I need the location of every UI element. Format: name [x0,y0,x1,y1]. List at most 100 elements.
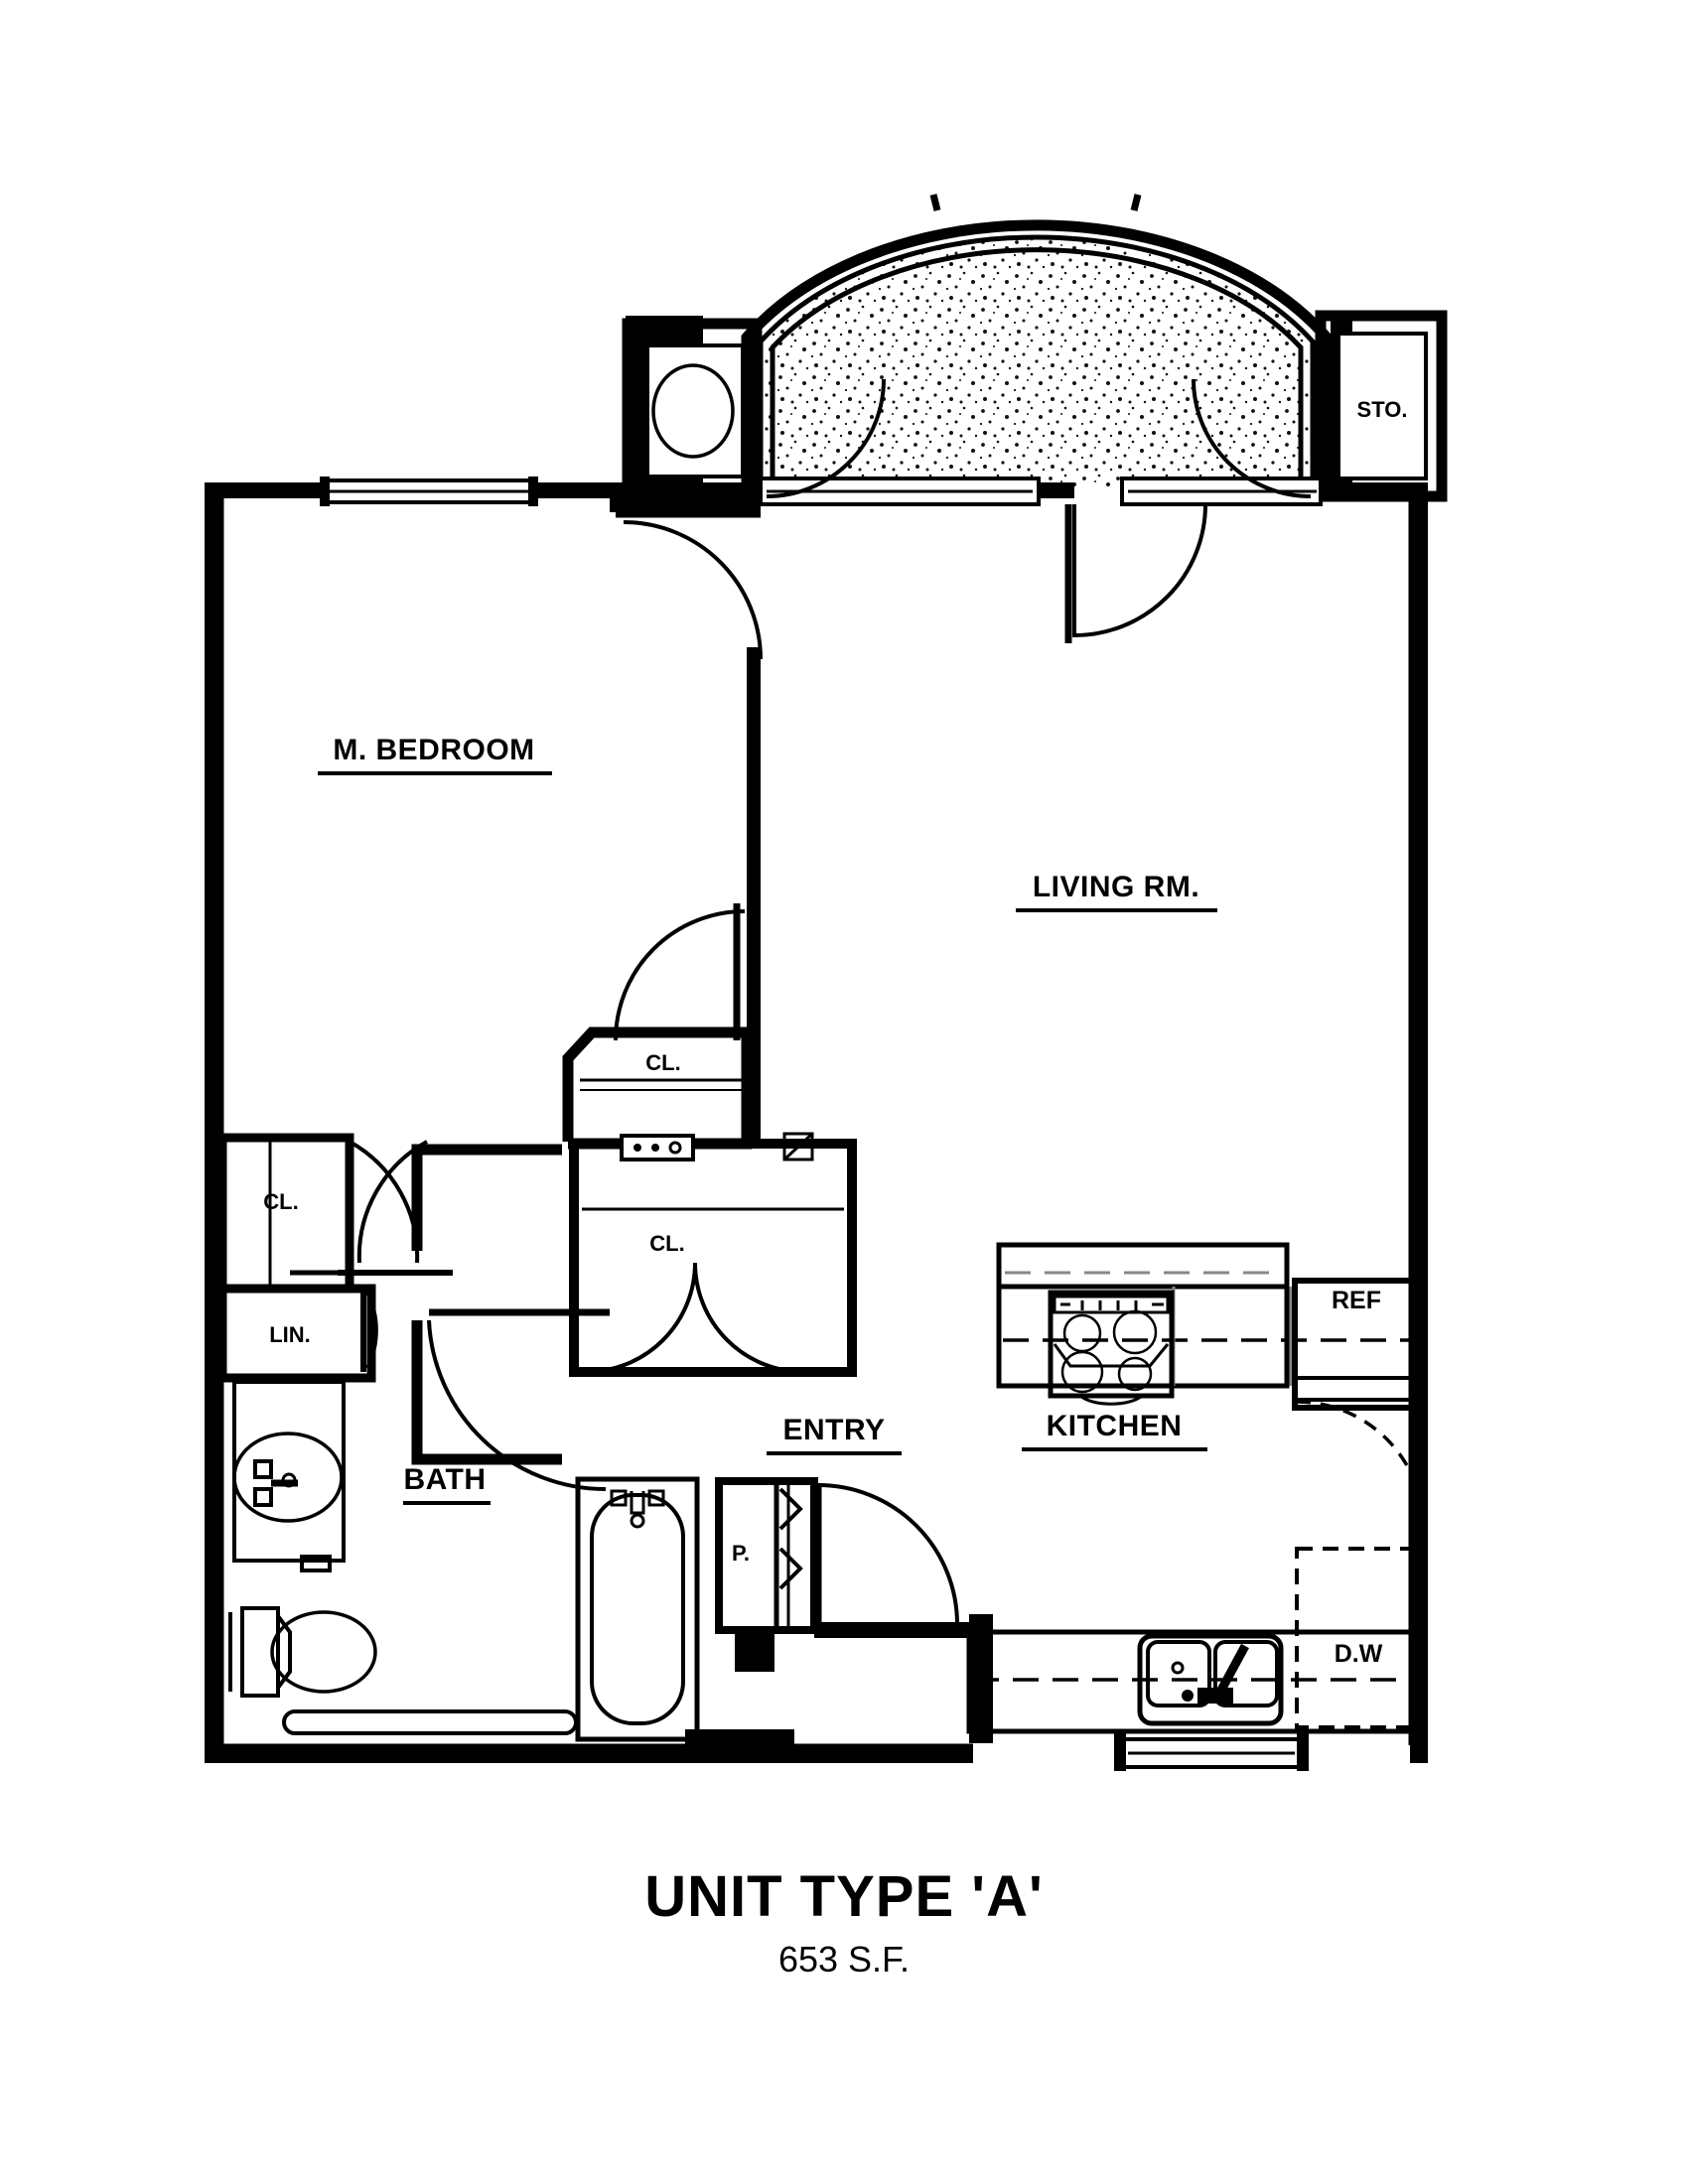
arch-ring-inner [770,247,1304,488]
exterior-wall-right [1410,482,1428,1763]
bath-tub [575,1476,700,1742]
exterior-wall-bottom-left [205,1745,973,1763]
bathtub-spout [630,1491,645,1515]
water-heater-closet-inner [645,343,745,478]
kitchen-upper-cabinets [996,1242,1290,1290]
pantry-bifold-leaf-2 [778,1547,803,1590]
range-burner-2 [1112,1309,1158,1355]
closet-hall-walls [569,1139,857,1377]
living-room: LIVING RM. [1016,871,1217,912]
door-closet-bedroom-swing [614,909,746,1041]
bath-wall-hall [411,1144,562,1251]
bathroom: BATH [228,1144,700,1742]
exterior-wall-top-left [205,482,324,498]
bath-sink [232,1432,344,1523]
linen-label: LIN. [269,1322,311,1347]
sink-basin-right [1213,1640,1279,1707]
bath-vanity [232,1380,346,1563]
bathtub-handle-left [610,1489,628,1507]
dishwasher: D.W [1295,1547,1422,1729]
linen-closet: LIN. [217,1284,378,1383]
dishwasher-outline [1295,1547,1422,1729]
dishwasher-label: D.W [1335,1640,1383,1668]
kitchen-wall-left-return [969,1614,993,1743]
door-patio-swing [1072,503,1207,638]
sink-basin-left [1146,1640,1211,1707]
title-block: UNIT TYPE 'A' 653 S.F. [644,1864,1044,1979]
door-bath-swing [427,1319,607,1492]
closet-hall: CL. [569,1132,857,1377]
panel-dot-3 [668,1141,682,1155]
linen-walls [217,1284,376,1383]
plan-title: UNIT TYPE 'A' [644,1864,1044,1929]
kitchen-sink [1137,1633,1284,1726]
bath-faucet-handle-right [253,1487,273,1507]
balcony-door-swing-right [1192,378,1312,498]
bathtub-handle-right [647,1489,665,1507]
exterior-wall-top-mid [530,482,639,498]
closet-bedroom: CL. [562,903,753,1150]
pantry-label: P. [732,1541,750,1566]
closet-bedroom-wall-left [562,1026,747,1142]
bathtub-surround [575,1476,700,1742]
storage-label: STO. [1357,397,1408,422]
sink-faucet-arm [1215,1643,1249,1697]
water-heater-closet-walls [622,318,763,500]
window-kitchen-jamb-left [1114,1733,1126,1771]
arch-mullion-right [1130,194,1142,211]
kitchen-label: KITCHEN [1047,1410,1183,1442]
bath-label: BATH [403,1463,486,1496]
arch-mullion-left [929,194,941,211]
storage-inner [1336,332,1428,480]
range-body [1048,1290,1175,1399]
refrigerator: REF [1292,1278,1426,1535]
range-oven-door [1078,1394,1144,1406]
exterior-wall-top-balcony-left [695,482,755,498]
window-kitchen-south [1114,1733,1309,1771]
door-entry-swing [817,1483,959,1625]
sink-rim [1137,1633,1284,1726]
entry-label: ENTRY [782,1414,885,1446]
bathtub-basin [590,1493,685,1725]
bathtub-drain [630,1513,645,1529]
bath-vanity-toe [300,1555,332,1572]
closet-corner-detail [782,1132,814,1161]
kitchen-range [1048,1290,1175,1406]
window-bedroom-jamb-left [320,477,330,506]
patio-doors [759,378,1323,643]
bath-toilet [228,1606,377,1698]
arch-ring-mid [758,234,1316,488]
arch-ring-outer [741,219,1333,488]
door-bedroom-swing [623,520,763,660]
water-heater-closet [622,318,763,500]
exterior-wall-top-right [1321,482,1428,498]
range-trim [1053,1343,1170,1368]
balcony-door-swing-left [766,378,886,498]
storage-room: STO. [1315,310,1448,502]
closet-bedroom-label: CL. [645,1050,680,1075]
panel-dot-2 [651,1144,659,1152]
refrigerator-label: REF [1332,1287,1381,1314]
kitchen: REF D.W [966,1242,1426,1743]
sink-faucet-handle [1182,1690,1194,1702]
sink-drain-left [1171,1661,1185,1675]
entry: ENTRY [735,1414,993,1672]
exterior-wall-top-balcony-pier [1033,482,1074,498]
range-burner-4 [1117,1356,1153,1392]
bath-wall-partition [411,1320,562,1465]
refrigerator-door [1293,1376,1420,1402]
closet-left-label: CL. [263,1189,298,1214]
living-room-label: LIVING RM. [1033,871,1199,903]
exterior-wall-left [205,482,222,1763]
water-heater-oval [651,363,735,459]
refrigerator-door-swing [1296,1400,1426,1530]
range-burner-1 [1062,1313,1102,1353]
master-bedroom-label: M. BEDROOM [333,734,534,766]
closet-hall-label: CL. [649,1231,684,1256]
wall-bedroom-top-inner [610,498,761,512]
bath-base-rail [282,1709,578,1735]
panel-dot-1 [633,1144,641,1152]
window-bedroom-jamb-right [528,477,538,506]
entry-jamb [735,1628,774,1672]
